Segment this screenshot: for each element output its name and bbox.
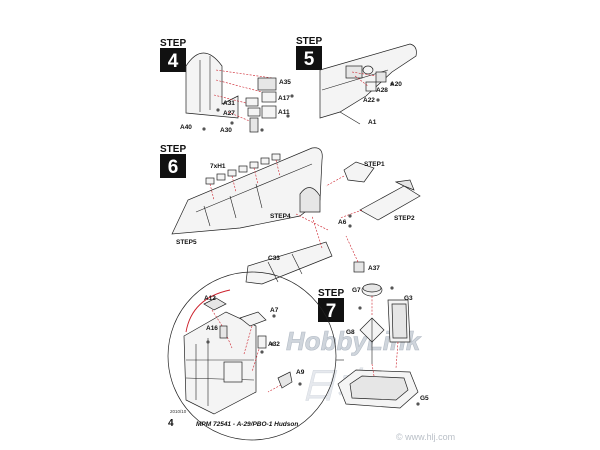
label-g3: G3 <box>404 295 413 302</box>
cockpit-detail <box>183 311 257 415</box>
label-g8: G8 <box>346 329 355 336</box>
label-c33: C33 <box>268 255 280 262</box>
part-a12 <box>203 297 227 311</box>
label-step2: STEP2 <box>394 215 415 222</box>
label-a40: A40 <box>180 124 192 131</box>
detail-circle <box>167 271 337 441</box>
page-number: 4 <box>168 418 174 429</box>
step2-floor <box>359 185 421 221</box>
label-a31: A31 <box>223 100 235 107</box>
label-a9: A9 <box>296 369 305 376</box>
footer: 2010/10 4 MPM 72541 - A-29/PBO-1 Hudson <box>168 409 298 429</box>
part-a20 <box>362 65 374 75</box>
part-box-a30 <box>249 117 259 133</box>
step-4-number-box <box>160 48 186 72</box>
part-box-a27 <box>247 107 261 117</box>
label-step4: STEP4 <box>270 213 291 220</box>
print-date: 2010/10 <box>170 409 187 414</box>
part-box-a35 <box>257 77 277 91</box>
zoom-callout <box>185 289 231 333</box>
label-a7: A7 <box>270 307 279 314</box>
part-box-a22 <box>365 81 377 92</box>
part-box-a28 <box>375 71 387 83</box>
step-6-number-box <box>160 154 186 178</box>
part-a9 <box>277 371 293 389</box>
step-4-number: 4 <box>168 51 179 72</box>
step-5-label: STEP <box>296 36 322 47</box>
step-6-section: STEP 6 7xH1 <box>160 144 421 285</box>
step-4-label: STEP <box>160 38 186 49</box>
bulkhead-part <box>185 52 239 119</box>
part-box-a17 <box>261 91 277 103</box>
step-5-section: STEP 5 A28 A20 A22 A1 <box>296 36 417 126</box>
label-a20: A20 <box>390 81 402 88</box>
step-5-number: 5 <box>304 49 315 70</box>
part-box-a31 <box>245 97 259 107</box>
label-a1: A1 <box>368 119 377 126</box>
label-a30: A30 <box>220 127 232 134</box>
label-a28: A28 <box>376 87 388 94</box>
cockpit-opening <box>345 65 363 79</box>
watermark-url: © www.hlj.com <box>396 432 455 442</box>
label-a22: A22 <box>363 97 375 104</box>
part-box-a11 <box>261 105 277 119</box>
label-g5: G5 <box>420 395 429 402</box>
label-g7: G7 <box>352 287 361 294</box>
seat-detail <box>223 361 243 383</box>
step-6-number: 6 <box>168 157 179 178</box>
label-7xh1: 7xH1 <box>210 163 226 170</box>
kit-title: MPM 72541 - A-29/PBO-1 Hudson <box>196 421 298 428</box>
label-a27: A27 <box>223 110 235 117</box>
step-7-number: 7 <box>326 301 337 322</box>
label-a17: A17 <box>278 95 290 102</box>
label-step5: STEP5 <box>176 239 197 246</box>
label-a37: A37 <box>368 265 380 272</box>
part-a16 <box>219 325 228 339</box>
step-7-section: STEP 7 A12 A7 A16 A32 A9 <box>167 271 429 441</box>
floor-c33 <box>245 241 333 285</box>
step-5-number-box <box>296 46 322 70</box>
label-a16: A16 <box>206 325 218 332</box>
step4-bulkhead-inset <box>299 187 321 213</box>
label-a32: A32 <box>268 341 280 348</box>
part-a7 <box>239 311 267 327</box>
step-6-label: STEP <box>160 144 186 155</box>
label-a12: A12 <box>204 295 216 302</box>
label-step1: STEP1 <box>364 161 385 168</box>
label-a11: A11 <box>278 109 290 116</box>
label-a35: A35 <box>279 79 291 86</box>
step1-assembly <box>343 161 375 183</box>
step-4-section: STEP 4 A35 A17 A31 A27 A11 A40 A30 <box>160 38 294 134</box>
step-7-label: STEP <box>318 288 344 299</box>
part-box-a37 <box>353 261 365 273</box>
fuselage-half-step5 <box>319 43 417 119</box>
part-a32 <box>257 335 267 349</box>
label-a6: A6 <box>338 219 347 226</box>
